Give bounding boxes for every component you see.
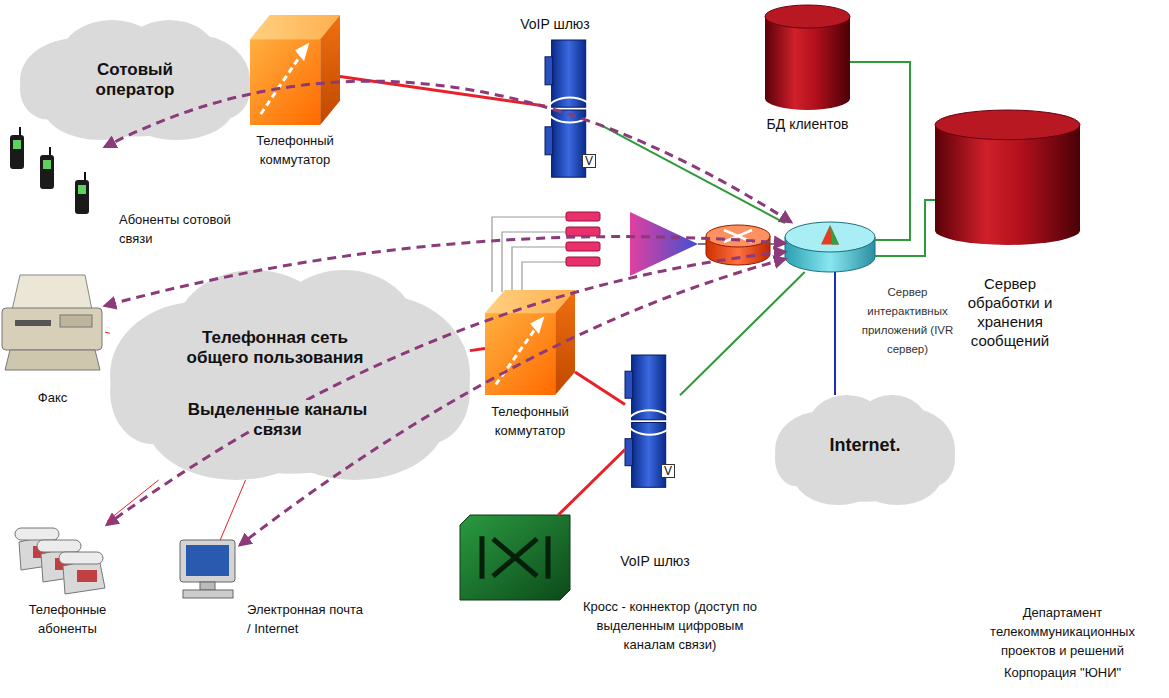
email-client: Электронная почта / Internet bbox=[165, 540, 365, 650]
voip-gateway: VoIP шлюз bbox=[505, 15, 625, 180]
phone-subscribers: Телефонные абоненты bbox=[5, 520, 130, 645]
node-label-wrap: Кросс - коннектор (доступ по выделенным … bbox=[575, 597, 765, 654]
node-label-wrap: Факс bbox=[0, 388, 105, 407]
fax-machine: Факс bbox=[0, 270, 108, 415]
node-label: Сотовый оператор bbox=[94, 60, 177, 99]
node-label-wrap: Сервер интерактивных приложений (IVR сер… bbox=[855, 282, 960, 358]
dashed-flow-arrow bbox=[240, 259, 785, 545]
cloud-shape bbox=[110, 270, 470, 480]
ivr-puck bbox=[785, 222, 875, 272]
company-note-wrap: Корпорация "ЮНИ" bbox=[965, 663, 1160, 682]
pstn-cloud: Телефонная сеть общего пользованияВыделе… bbox=[110, 270, 470, 480]
fax-icon bbox=[0, 270, 105, 370]
node-label: Электронная почта / Internet bbox=[245, 602, 365, 636]
company-note: Корпорация "ЮНИ" bbox=[1002, 665, 1123, 680]
gateway-mark-wrap: V bbox=[661, 461, 675, 480]
node-label: Телефонные абоненты bbox=[27, 602, 109, 636]
link-line bbox=[107, 480, 159, 521]
link-line bbox=[834, 272, 836, 395]
link-line bbox=[558, 450, 625, 516]
link-line bbox=[875, 200, 935, 256]
node-label-wrap: Выделенные каналы связи bbox=[185, 400, 370, 440]
node-label: Телефонная сеть общего пользования bbox=[185, 328, 366, 367]
link-line bbox=[575, 372, 625, 405]
voip-gateway: VoIP шлюз bbox=[600, 355, 710, 585]
computer-icon bbox=[175, 540, 240, 600]
node-label: Факс bbox=[36, 390, 69, 405]
database-cylinder bbox=[765, 5, 850, 110]
node-label: Internet. bbox=[827, 435, 902, 455]
node-label: Телефонный коммутатор bbox=[254, 133, 336, 167]
node-label: Кросс - коннектор (доступ по выделенным … bbox=[581, 599, 759, 652]
department-note-wrap: Департамент телекоммуникационных проекто… bbox=[965, 603, 1160, 660]
node-label-wrap: Телефонные абоненты bbox=[5, 600, 130, 638]
patch-wires bbox=[492, 217, 566, 292]
link-line bbox=[600, 125, 785, 223]
node-label-wrap: Сервер обработки и хранения сообщений bbox=[950, 275, 1070, 351]
channel-bars bbox=[566, 212, 600, 266]
node-label-wrap: VoIP шлюз bbox=[600, 552, 710, 571]
message-server: Сервер обработки и хранения сообщений bbox=[935, 110, 1085, 370]
router-symbol bbox=[706, 225, 770, 265]
cross-connector: Кросс - коннектор (доступ по выделенным … bbox=[450, 515, 810, 665]
link-line bbox=[220, 480, 245, 540]
node-label-wrap: VoIP шлюз bbox=[505, 15, 605, 34]
phone-switch: Телефонный коммутатор bbox=[230, 15, 360, 180]
dashed-flow-arrow bbox=[105, 237, 785, 306]
node-label: Абоненты сотовой связи bbox=[117, 212, 233, 246]
amp-router-wire bbox=[698, 243, 706, 245]
switch-cube bbox=[250, 15, 340, 125]
node-label-wrap: Электронная почта / Internet bbox=[245, 600, 363, 638]
node-label: БД клиентов bbox=[765, 116, 851, 132]
node-label: Сервер обработки и хранения сообщений bbox=[966, 275, 1055, 349]
node-label-wrap: Сотовый оператор bbox=[80, 60, 190, 100]
gateway-mark: V bbox=[661, 464, 675, 478]
dashed-flow-arrow bbox=[105, 81, 791, 222]
node-label-wrap: Телефонный коммутатор bbox=[230, 131, 360, 169]
link-line bbox=[340, 76, 545, 106]
gateway-mark-wrap: V bbox=[582, 151, 596, 170]
router-ivr-wire bbox=[770, 243, 786, 245]
node-label: Сервер интерактивных приложений (IVR сер… bbox=[860, 286, 956, 355]
server-cylinder bbox=[935, 110, 1080, 245]
cell-subscribers: Абоненты сотовой связи bbox=[5, 125, 235, 250]
desk-phone-icons bbox=[15, 520, 107, 596]
node-label-wrap: Абоненты сотовой связи bbox=[117, 210, 235, 248]
node-label: Телефонный коммутатор bbox=[489, 404, 571, 438]
cellphone-icons bbox=[5, 125, 105, 220]
phone-switch: Телефонный коммутатор bbox=[470, 290, 590, 450]
internet-cloud: Internet. bbox=[775, 395, 955, 505]
node-label: VoIP шлюз bbox=[518, 16, 592, 32]
link-line bbox=[105, 332, 110, 333]
switch-cube bbox=[485, 290, 575, 395]
node-label-wrap: Internet. bbox=[805, 435, 925, 456]
link-line bbox=[680, 272, 805, 395]
client-database: БД клиентов bbox=[755, 5, 865, 155]
gateway-mark: V bbox=[582, 154, 596, 168]
link-line bbox=[850, 62, 910, 240]
node-label: VoIP шлюз bbox=[618, 553, 692, 569]
node-label: Выделенные каналы связи bbox=[186, 400, 369, 439]
node-label-wrap: Телефонная сеть общего пользования bbox=[175, 328, 375, 368]
department-note: Департамент телекоммуникационных проекто… bbox=[988, 605, 1137, 658]
cross-connector-box bbox=[460, 515, 570, 600]
amplifier-symbol bbox=[630, 212, 698, 276]
dashed-flow-arrow bbox=[107, 252, 785, 525]
cellular-operator-cloud: Сотовый оператор bbox=[20, 20, 250, 140]
link-line bbox=[470, 349, 485, 351]
node-label-wrap: БД клиентов bbox=[755, 115, 860, 134]
node-label-wrap: Телефонный коммутатор bbox=[470, 402, 590, 440]
ivr-server: Сервер интерактивных приложений (IVR сер… bbox=[785, 222, 960, 352]
